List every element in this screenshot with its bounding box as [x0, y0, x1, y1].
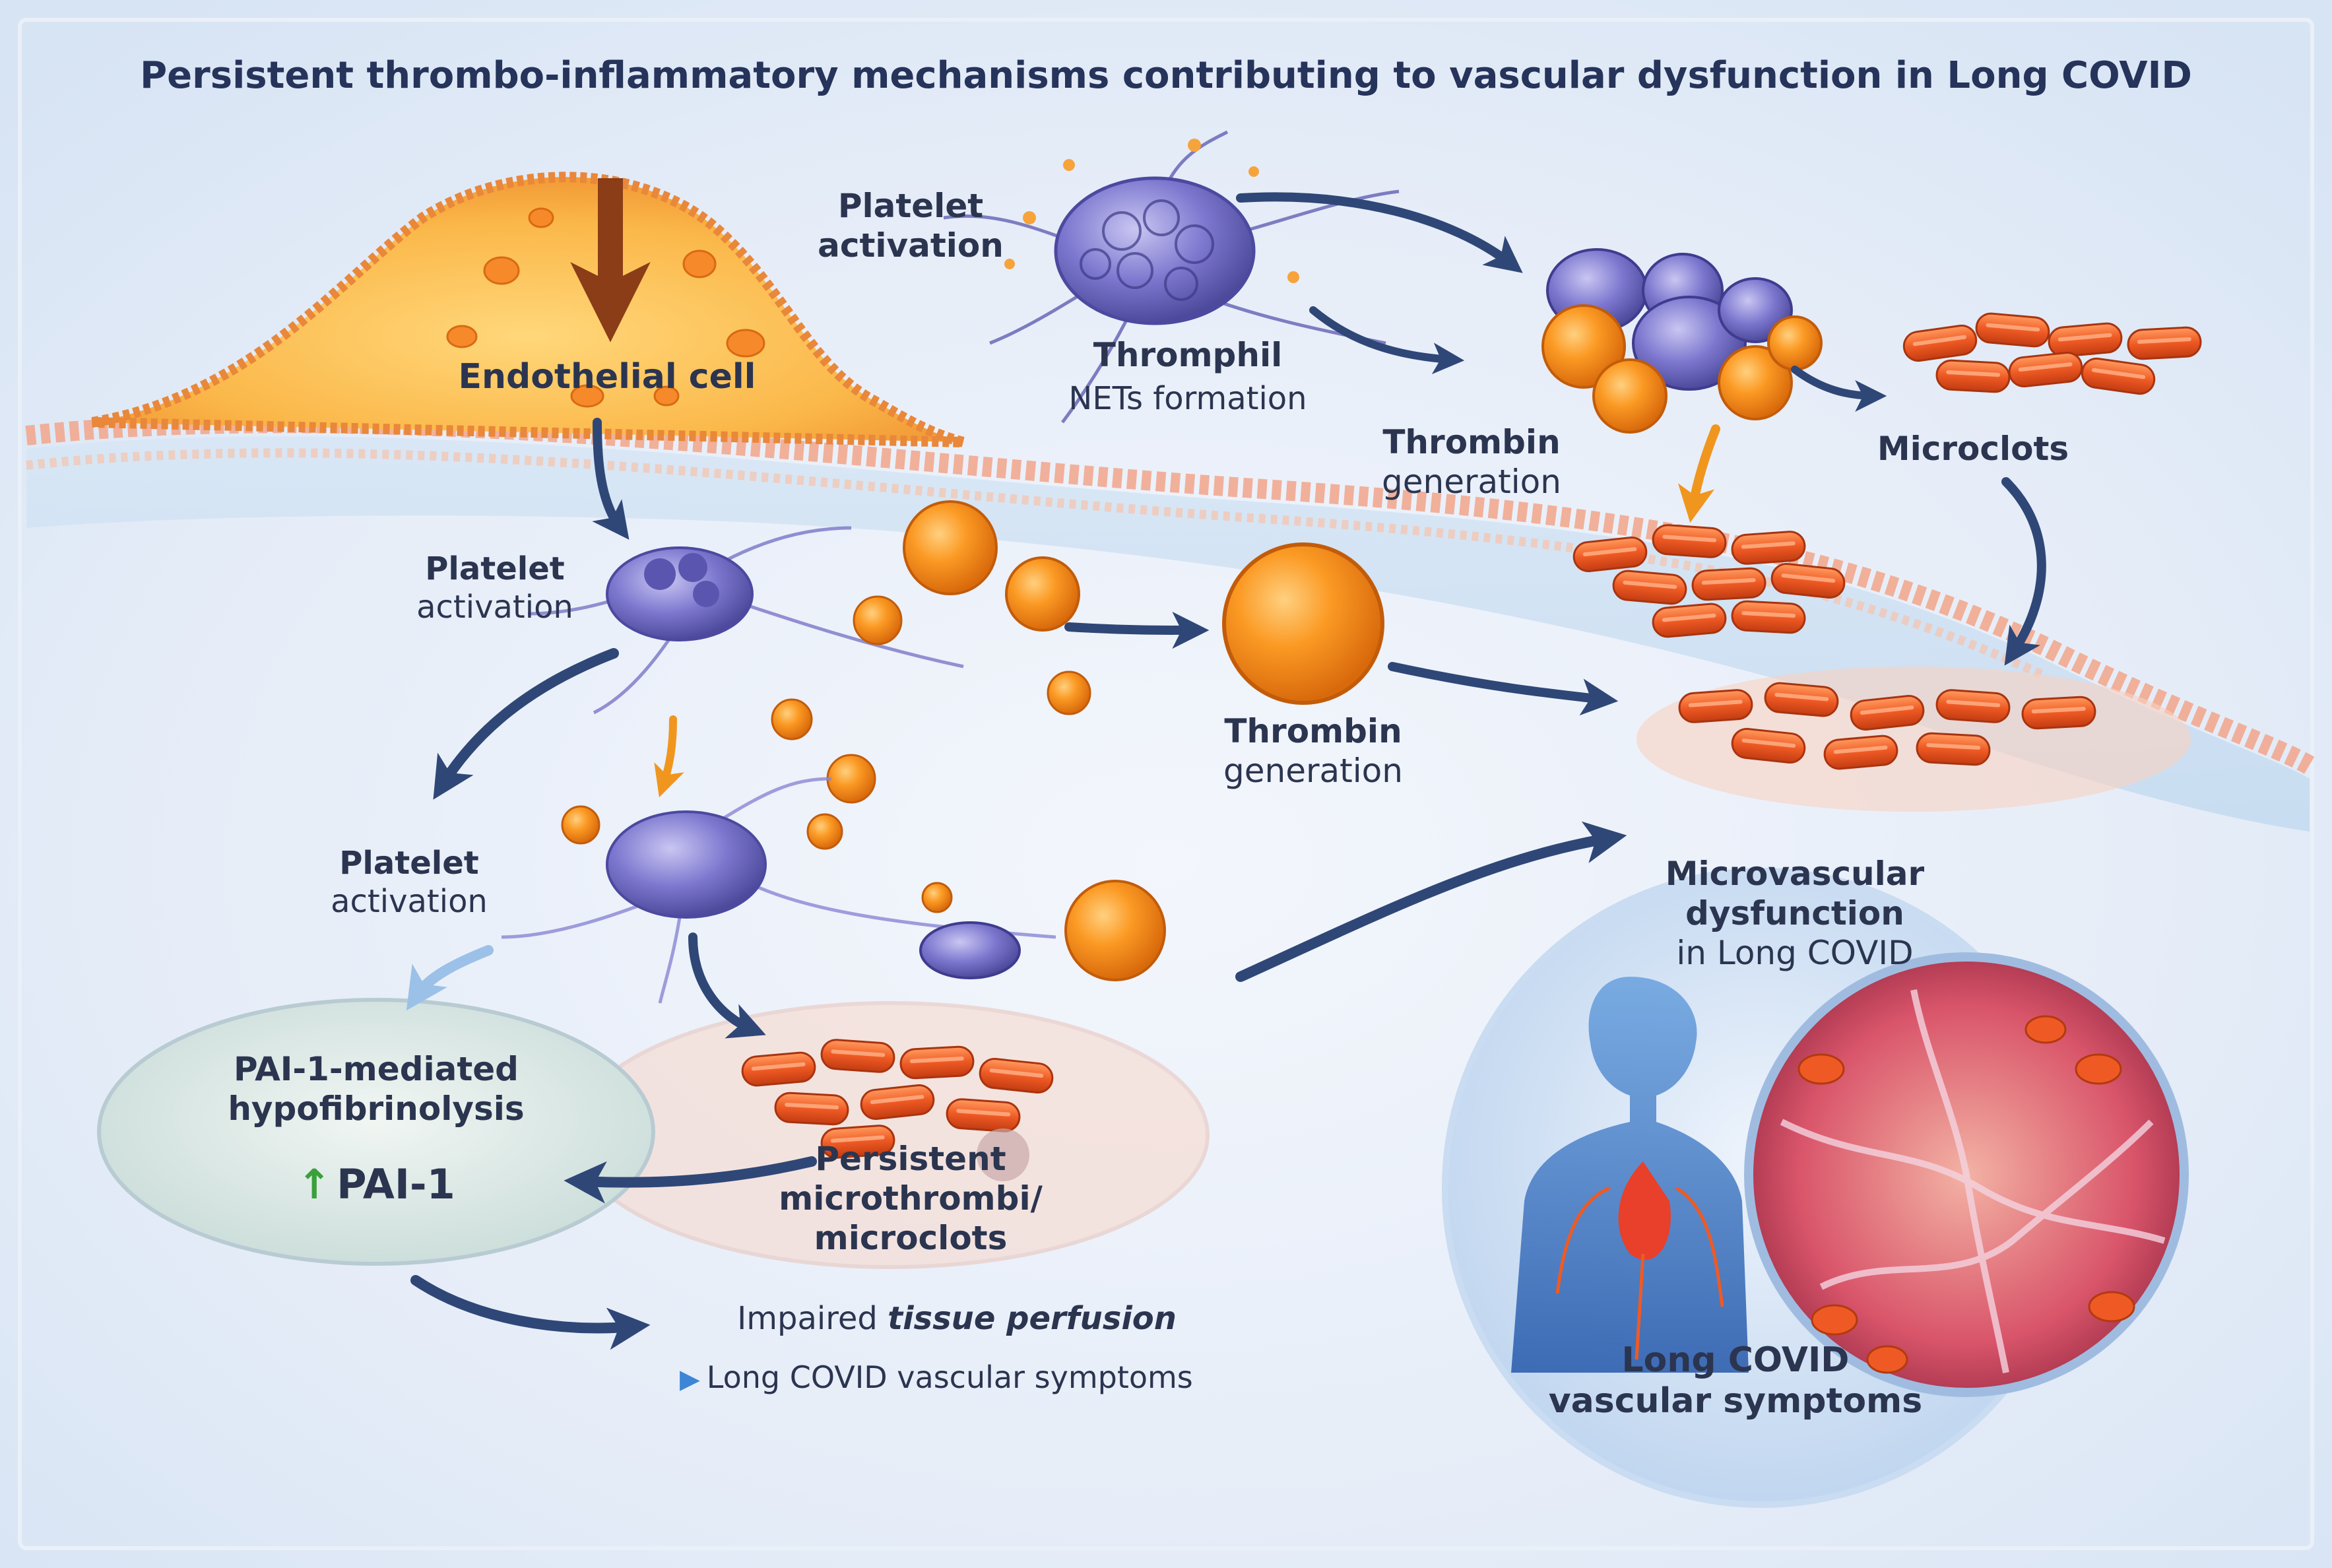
diagram-title: Persistent thrombo-inflammatory mechanis… — [140, 54, 2192, 97]
arrow-net-to-thrombin — [1309, 306, 1465, 375]
clot-right-vessel — [1636, 667, 2191, 812]
arrow-pai-to-impaired — [410, 1275, 651, 1350]
label-endothelial-cell: Endothelial cell — [458, 357, 756, 397]
endothelial-granules — [446, 207, 765, 408]
arrow-to-pai — [406, 945, 494, 1011]
orange-cells-middle — [771, 500, 1091, 804]
label-microclots: Microclots — [1877, 430, 2069, 468]
arrow-up-icon: ↑ — [297, 1160, 332, 1208]
arrow-to-microvascular — [1235, 821, 1627, 982]
label-persistent-microthrombi: Persistent microthrombi/ microclots — [779, 1140, 1043, 1257]
arrow-microclots-down — [2001, 477, 2046, 666]
human-figure-icon — [1511, 977, 1749, 1373]
label-thromphil: Thromphil — [1093, 336, 1283, 374]
label-platelet-activation-mid: Platelet activation — [416, 550, 573, 626]
label-impaired-tissue-perfusion: Impaired tissue perfusion — [737, 1300, 1177, 1337]
label-long-covid-symptoms: Long COVID vascular symptoms — [1548, 1340, 1923, 1421]
label-pai-1: ↑PAI-1 — [297, 1160, 455, 1208]
label-thrombin-generation-mid: Thrombin generation — [1223, 712, 1403, 790]
top-cell-clump — [1541, 248, 1823, 434]
arrow-persistent-to-pai — [564, 1156, 817, 1204]
arrow-clump-to-microclots — [1791, 366, 1887, 412]
arrow-platelet-to-lower — [433, 648, 619, 800]
arrow-orange-lower — [654, 715, 684, 798]
thromphil-net-cluster — [943, 130, 1400, 424]
arrow-platelet-to-persistent — [688, 932, 766, 1039]
arrow-thrombin-to-clot — [1388, 662, 1619, 716]
label-microvascular-dysfunction: Microvascular dysfunction in Long COVID — [1665, 855, 1925, 972]
long-covid-illustration — [1442, 868, 2189, 1508]
arrow-to-thrombin-sphere — [1064, 611, 1210, 649]
label-platelet-activation-top: Platelet activation — [818, 187, 1004, 265]
platelet-middle — [527, 526, 964, 715]
pai-ellipse — [97, 998, 655, 1266]
label-thrombin-generation-top: Thrombin generation — [1382, 423, 1561, 501]
label-pai-hypofibrinolysis: PAI-1-mediated hypofibrinolysis — [228, 1050, 525, 1128]
label-nets-formation: NETs formation — [1068, 380, 1307, 417]
heart-icon — [1618, 1161, 1671, 1260]
thrombin-sphere — [1222, 542, 1384, 705]
triangle-right-icon: ▶ — [680, 1364, 700, 1394]
platelet-lower — [501, 777, 1166, 1004]
label-platelet-activation-low: Platelet activation — [331, 845, 488, 920]
arrow-endo-to-platelet — [592, 418, 630, 540]
endothelial-cell — [91, 172, 965, 447]
arrows — [406, 192, 2046, 1350]
label-symptoms-bullet: ▶Long COVID vascular symptoms — [680, 1359, 1193, 1395]
arrow-net-to-clump — [1236, 192, 1523, 273]
arrow-thrombin-orange — [1677, 424, 1720, 523]
